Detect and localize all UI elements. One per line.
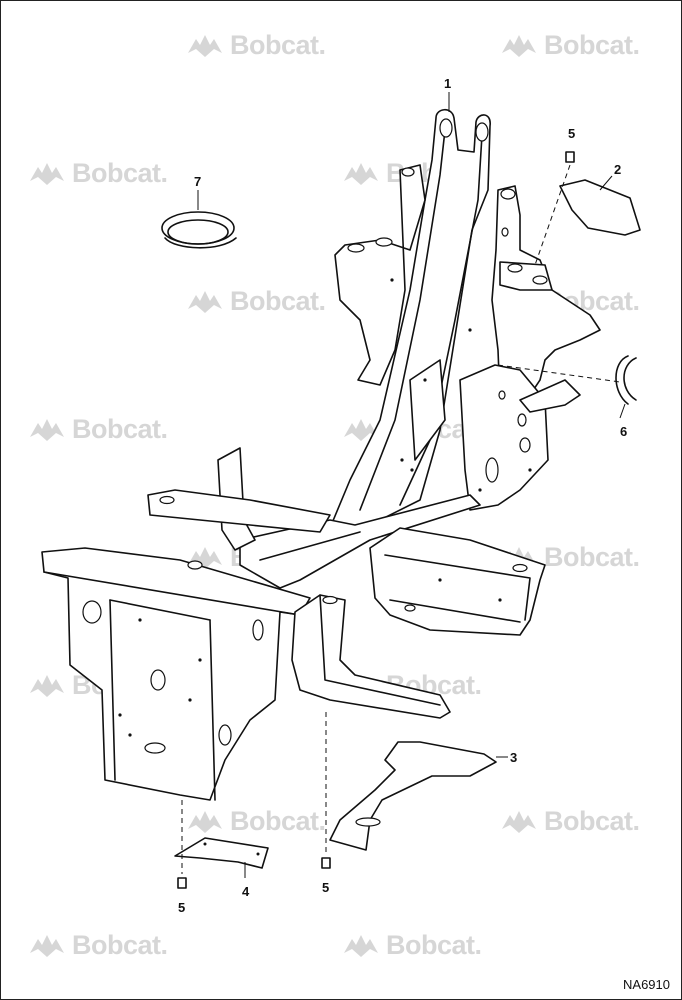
fastener-5-left bbox=[177, 800, 187, 889]
fastener-5-top bbox=[534, 151, 575, 266]
bobcat-logo-icon bbox=[344, 934, 378, 957]
coiled-seal-7 bbox=[161, 190, 237, 249]
right-lower-step bbox=[369, 527, 546, 636]
small-plate-4 bbox=[174, 837, 269, 878]
seal-ring-6 bbox=[615, 355, 637, 419]
callout-2: 2 bbox=[614, 162, 622, 177]
bobcat-logo-icon bbox=[188, 290, 222, 313]
watermark: Bobcat. bbox=[28, 158, 168, 189]
watermark: Bobcat. bbox=[28, 414, 168, 445]
callout-6: 6 bbox=[620, 424, 628, 439]
watermark: Bobcat. bbox=[28, 930, 168, 961]
left-mid-bracket bbox=[147, 447, 331, 551]
watermark: Bobcat. bbox=[186, 286, 326, 317]
bobcat-logo-icon bbox=[30, 674, 64, 697]
callout-5-left: 5 bbox=[178, 900, 186, 915]
bobcat-logo-icon bbox=[502, 810, 536, 833]
center-rail bbox=[239, 494, 481, 589]
callout-1: 1 bbox=[444, 76, 452, 91]
bobcat-logo-icon bbox=[30, 162, 64, 185]
callout-4: 4 bbox=[242, 884, 250, 899]
bobcat-logo-icon bbox=[30, 934, 64, 957]
seal-ring-6-leader bbox=[497, 364, 621, 383]
cover-plate-2 bbox=[559, 175, 641, 236]
bobcat-logo-icon bbox=[344, 162, 378, 185]
bobcat-logo-icon bbox=[344, 418, 378, 441]
watermark: Bobcat. bbox=[342, 930, 482, 961]
bobcat-logo-icon bbox=[188, 810, 222, 833]
bobcat-logo-icon bbox=[188, 546, 222, 569]
fastener-5-center bbox=[321, 712, 331, 869]
callout-5-top: 5 bbox=[568, 126, 576, 141]
bobcat-logo-icon bbox=[188, 34, 222, 57]
watermark: Bobcat. bbox=[186, 806, 326, 837]
callout-3: 3 bbox=[510, 750, 518, 765]
callout-7: 7 bbox=[194, 174, 202, 189]
upper-left-bracket bbox=[334, 164, 426, 386]
watermark: Bobcat. bbox=[186, 30, 326, 61]
callout-5-center: 5 bbox=[322, 880, 330, 895]
watermark: Bobcat. bbox=[500, 542, 640, 573]
bobcat-logo-icon bbox=[30, 418, 64, 441]
watermark: Bobcat. bbox=[500, 806, 640, 837]
upper-right-bracket bbox=[491, 185, 601, 401]
front-cross-member bbox=[291, 594, 451, 719]
left-front-frame bbox=[41, 547, 311, 801]
figure-id: NA6910 bbox=[623, 977, 670, 992]
watermark: Bobcat. bbox=[500, 30, 640, 61]
skid-plate-3 bbox=[329, 741, 508, 851]
right-side-plate bbox=[459, 364, 581, 511]
bobcat-logo-icon bbox=[502, 34, 536, 57]
